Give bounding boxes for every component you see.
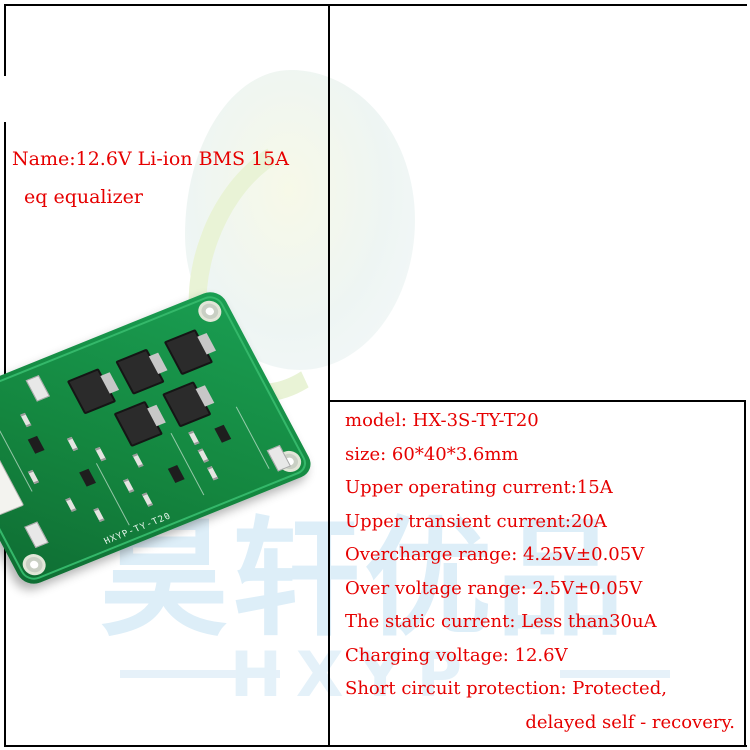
spec-over-voltage-range: Over voltage range: 2.5V±0.05V xyxy=(345,577,643,599)
watermark-bar-left xyxy=(120,670,280,678)
spec-transient-current: Upper transient current:20A xyxy=(345,510,607,532)
frame-right-border-lower xyxy=(744,400,746,747)
product-name-line-2: eq equalizer xyxy=(24,186,143,208)
spec-size: size: 60*40*3.6mm xyxy=(345,443,519,465)
spec-short-circuit-line-1: Short circuit protection: Protected, xyxy=(345,678,667,699)
spec-model: model: HX-3S-TY-T20 xyxy=(345,410,539,431)
spec-charging-voltage: Charging voltage: 12.6V xyxy=(345,644,568,666)
frame-center-divider xyxy=(328,4,330,747)
watermark-chinese-text: 昊轩优品 xyxy=(100,505,629,654)
spec-box-top-border xyxy=(328,400,746,402)
watermark-latin-text: HXYP xyxy=(230,638,477,711)
watermark-bar-right xyxy=(560,670,670,678)
spec-operating-current: Upper operating current:15A xyxy=(345,477,613,498)
spec-overcharge-range: Overcharge range: 4.25V±0.05V xyxy=(345,544,645,565)
frame-left-border-upper xyxy=(4,4,6,76)
spec-static-current: The static current: Less than30uA xyxy=(345,611,657,632)
spec-short-circuit-line-2: delayed self - recovery. xyxy=(525,711,735,733)
frame-top-border xyxy=(4,4,747,6)
product-name-line-1: Name:12.6V Li-ion BMS 15A xyxy=(12,148,289,170)
product-name: Name:12.6V Li-ion BMS 15A eq equalizer xyxy=(12,140,324,216)
frame-bottom-border xyxy=(4,745,747,747)
spec-list: model: HX-3S-TY-T20 size: 60*40*3.6mm Up… xyxy=(345,404,743,739)
